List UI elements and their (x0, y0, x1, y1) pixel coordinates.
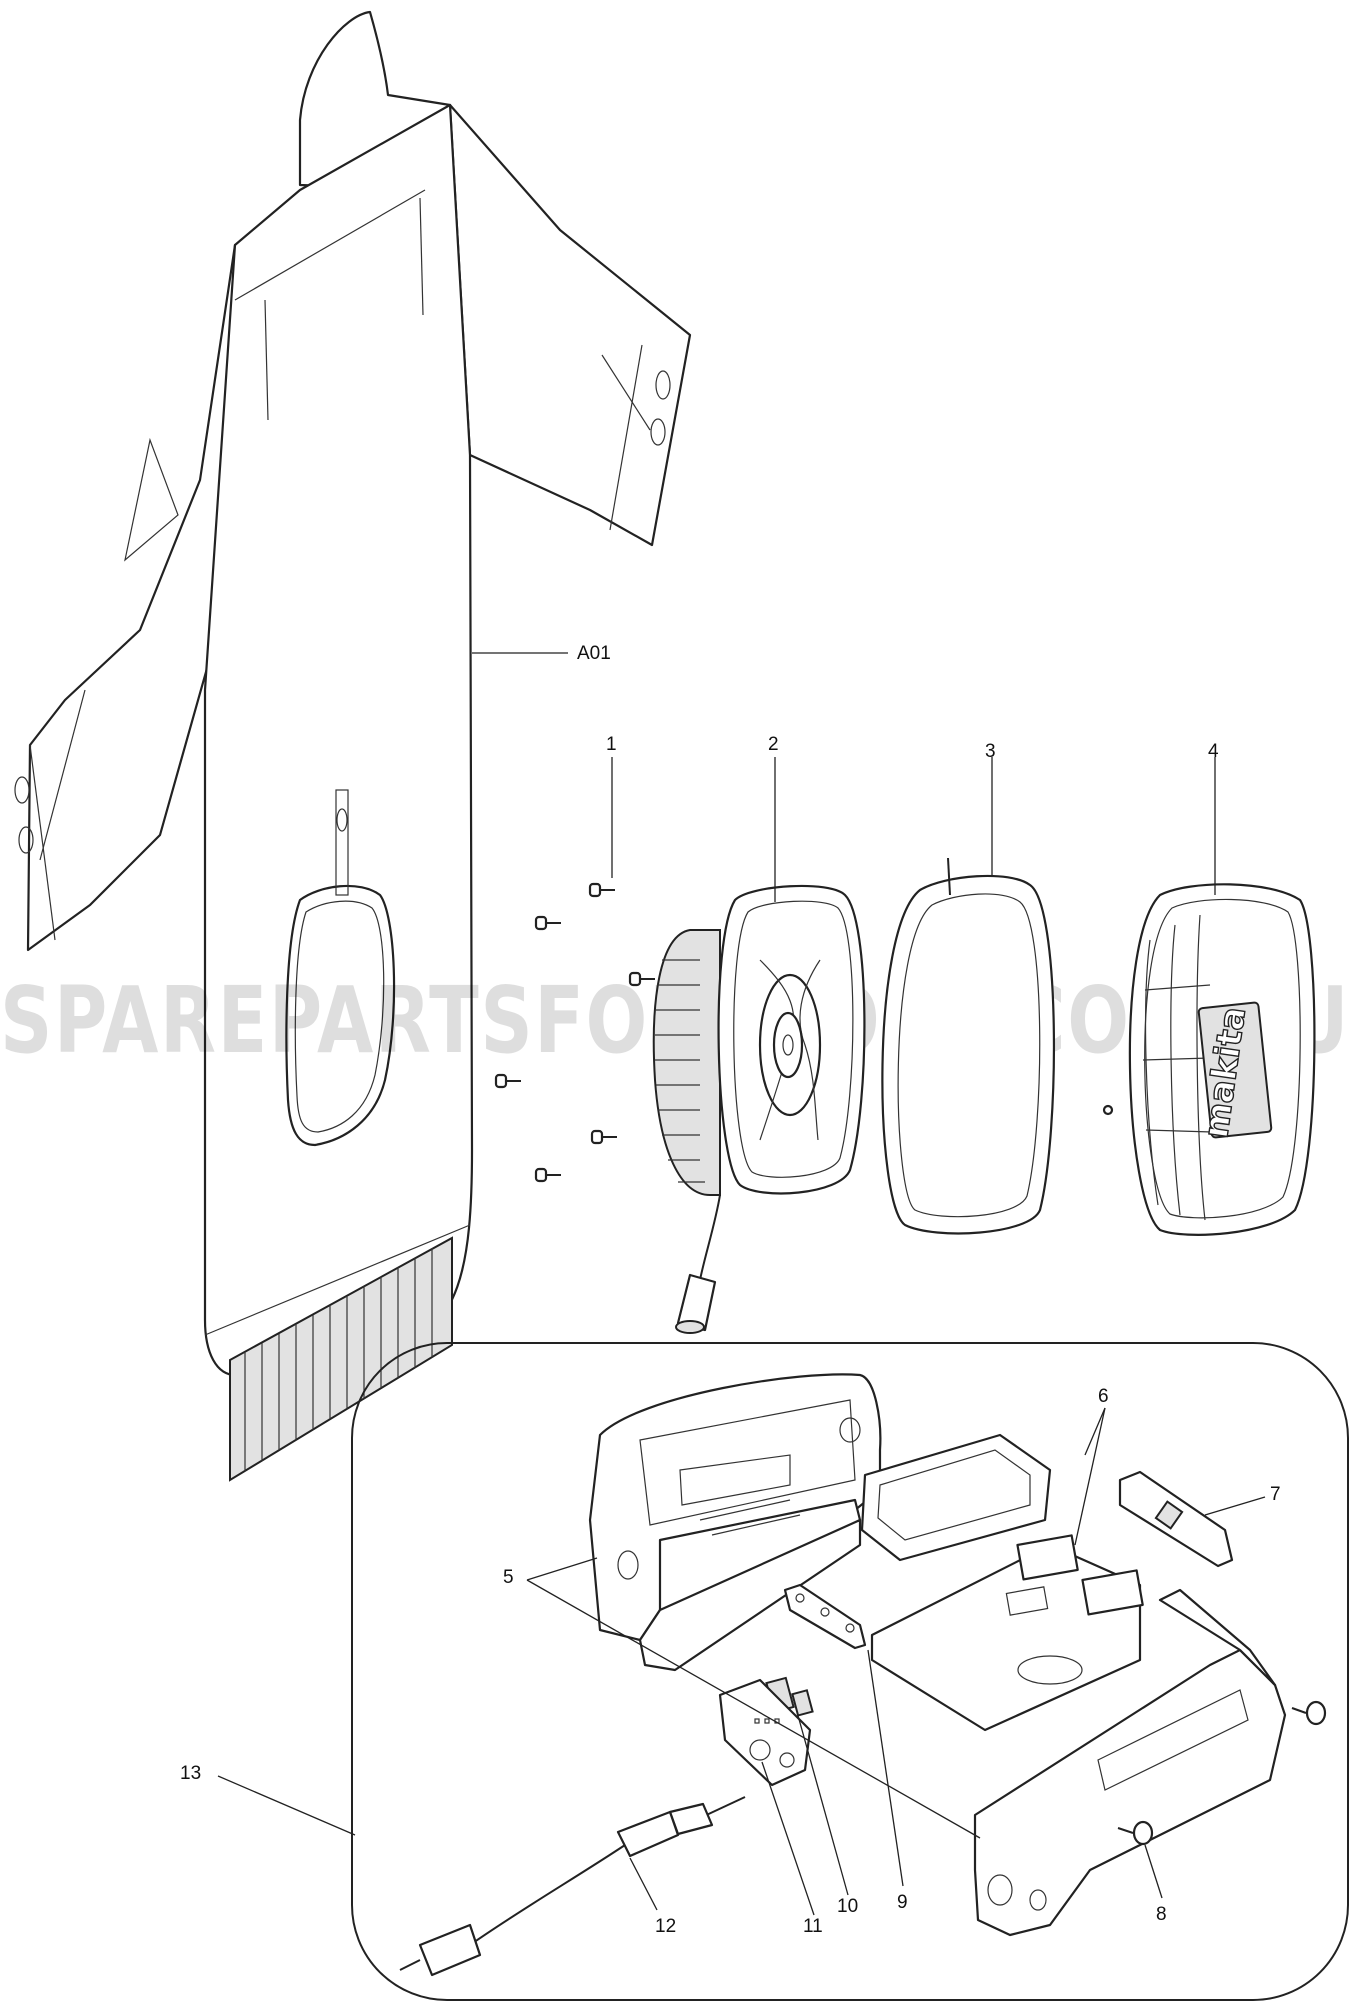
callout-5: 5 (503, 1567, 514, 1588)
callout-13: 13 (180, 1763, 201, 1784)
screw-part-8-upper (1291, 1700, 1327, 1726)
screw (588, 882, 615, 898)
battery-holder-housing-part-5 (588, 1373, 882, 1672)
screws-part-1 (494, 882, 655, 1183)
leader-lines (217, 652, 1266, 1916)
callout-4: 4 (1208, 741, 1219, 762)
cable-with-plug-part-12 (399, 1796, 746, 1977)
screw-part-8 (1117, 1820, 1154, 1846)
callout-9: 9 (897, 1892, 908, 1913)
callout-2: 2 (768, 734, 779, 755)
plate-part-9 (783, 1583, 867, 1650)
callout-12: 12 (655, 1916, 676, 1937)
callout-7: 7 (1270, 1484, 1281, 1505)
battery-holder-cover-part-5 (973, 1588, 1287, 1937)
fan-jacket (14, 10, 692, 1482)
jacket-right-sleeve (448, 103, 692, 547)
callout-a01: A01 (577, 643, 611, 664)
bracket-part-11 (718, 1678, 812, 1787)
jacket-fan-opening (285, 884, 396, 1147)
jacket-body (203, 103, 474, 1377)
callout-11: 11 (803, 1916, 823, 1937)
jacket-hem-ribbing (229, 1236, 453, 1482)
callout-1: 1 (606, 734, 617, 755)
callout-8: 8 (1156, 1904, 1167, 1925)
clip-part-7 (1118, 1470, 1234, 1568)
callout-3: 3 (985, 741, 996, 762)
gasket-ring-part-3 (881, 857, 1055, 1235)
screw (534, 1167, 561, 1183)
callout-10: 10 (837, 1896, 858, 1917)
grille-cover-part-4: makita (1102, 883, 1316, 1236)
screw (534, 915, 561, 931)
screw (494, 1073, 521, 1089)
screw (628, 971, 655, 987)
screw (590, 1129, 617, 1145)
battery-holder-inset-part-13 (351, 1342, 1349, 2001)
circuit-board-part-6 (860, 1433, 1144, 1732)
fan-unit-part-2 (652, 884, 866, 1334)
jacket-left-sleeve (26, 243, 237, 952)
callout-6: 6 (1098, 1386, 1109, 1407)
